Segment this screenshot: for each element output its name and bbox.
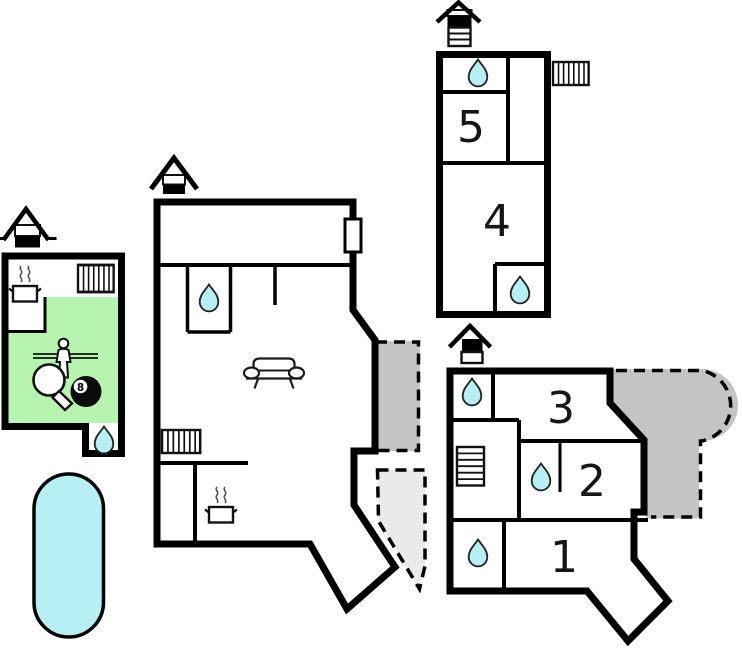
- terrace-middle-dark: [374, 340, 421, 453]
- sofa-back: [252, 357, 296, 377]
- terrace-light-border: [375, 468, 427, 594]
- building-annex-upper: 5 4: [436, 51, 551, 318]
- room-2-label: 2: [578, 456, 606, 507]
- terrace-right-dark-fill: [610, 369, 738, 519]
- billiard-8ball-icon: 8: [70, 376, 102, 407]
- house-body-white: [162, 174, 186, 186]
- eight-ball: [70, 376, 102, 407]
- sofa-leg: [288, 378, 295, 389]
- radiator-icon: [551, 60, 590, 87]
- house-body-white: [460, 350, 484, 365]
- terrace-middle-dark-border: [376, 340, 421, 453]
- sofa-armrest: [287, 366, 306, 380]
- entrance-house-icon-left: [0, 205, 57, 248]
- house-body-black: [447, 16, 472, 28]
- table-tennis-paddle-icon: [32, 363, 74, 412]
- sofa-icon: [242, 357, 306, 389]
- entrance-stairs: [447, 26, 472, 48]
- room-5-label: 5: [457, 102, 485, 153]
- door: [343, 217, 363, 254]
- terrace-right-dark-border: [616, 368, 733, 519]
- paddle-face: [32, 363, 66, 397]
- room-3-label: 3: [547, 383, 575, 434]
- building-main-house: [153, 198, 400, 615]
- house-body-black: [15, 236, 40, 248]
- eight-ball-circle: [73, 379, 88, 394]
- radiator-icon: [76, 263, 116, 294]
- entrance-house-icon-upper: [435, 0, 482, 48]
- stairs-icon: [455, 445, 486, 487]
- foosball-player-head: [57, 337, 70, 350]
- house-roof: [148, 153, 200, 191]
- house-roof: [447, 322, 493, 349]
- entrance-house-icon-middle: [148, 153, 200, 194]
- terrace-right-dark: [610, 368, 738, 519]
- house-roof: [435, 0, 482, 24]
- building-game-house: 8: [1, 252, 125, 457]
- house-roof: [1, 205, 51, 242]
- building-annex-lower: 3 2 1: [446, 367, 673, 647]
- sofa-leg: [253, 378, 260, 389]
- radiator-icon: [160, 428, 202, 455]
- sofa-armrest: [242, 366, 261, 380]
- room-4-label: 4: [483, 196, 511, 247]
- house-body-black: [462, 339, 483, 352]
- entrance-house-icon-lower: [447, 322, 493, 365]
- terrace-light-fill: [377, 470, 425, 589]
- paddle-handle: [50, 389, 74, 412]
- terrace-middle-dark-fill: [374, 341, 420, 451]
- room-1-label: 1: [550, 532, 578, 583]
- house-body-black: [163, 184, 185, 194]
- swimming-pool: [32, 472, 106, 639]
- terrace-light: [375, 468, 427, 594]
- eight-ball-number: 8: [77, 382, 84, 394]
